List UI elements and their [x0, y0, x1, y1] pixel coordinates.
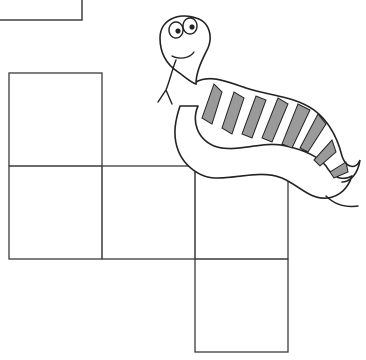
grid-square — [195, 166, 288, 259]
grid-square — [102, 166, 195, 259]
snake-icon — [158, 16, 360, 206]
grid-square — [195, 259, 288, 352]
name-box — [0, 0, 82, 20]
square-grid — [9, 73, 288, 352]
snake-tongue — [158, 60, 176, 104]
grid-square — [9, 166, 102, 259]
grid-square — [9, 73, 102, 166]
